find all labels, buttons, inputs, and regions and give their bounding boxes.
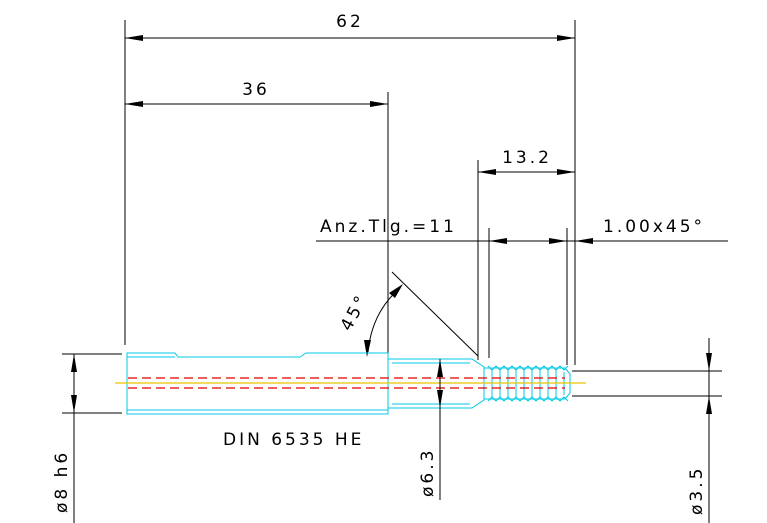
dimension-shank-length: 36 <box>125 80 388 107</box>
dimension-thread-length: 13.2 <box>478 148 575 175</box>
dimension-overall-length: 62 <box>125 12 575 41</box>
dim-label-thread-diameter: ø3.5 <box>687 466 707 515</box>
dim-label-shank-diameter: ø8 h6 <box>52 450 72 513</box>
dimension-thread-diameter: ø3.5 <box>687 338 712 523</box>
dim-label-13-2: 13.2 <box>502 148 552 168</box>
dim-label-chamfer: 1.00x45° <box>603 217 705 237</box>
dimension-shank-diameter: ø8 h6 <box>52 354 77 523</box>
dimension-neck-diameter: ø6.3 <box>418 359 443 500</box>
standard-label: DIN 6535 HE <box>223 430 364 450</box>
dim-label-thread-count: Anz.Tlg.=11 <box>320 217 457 237</box>
dim-label-angle: 45° <box>337 290 373 334</box>
dimension-thread-count-chamfer: Anz.Tlg.=11 1.00x45° <box>316 217 728 244</box>
dimension-angle: 45° <box>337 271 479 357</box>
dim-label-neck-diameter: ø6.3 <box>418 448 438 497</box>
dim-label-36: 36 <box>242 80 270 100</box>
dim-label-62: 62 <box>336 12 364 32</box>
extension-lines <box>62 20 722 414</box>
center-axis <box>115 377 586 389</box>
